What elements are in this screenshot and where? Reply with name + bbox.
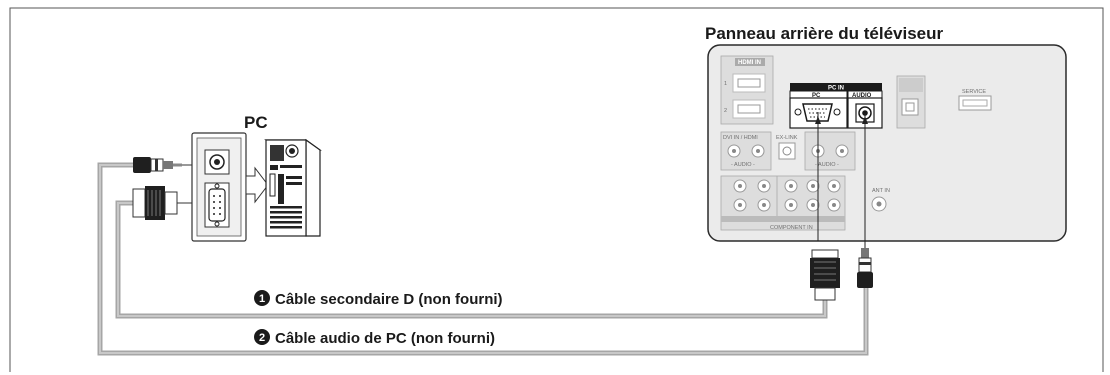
pc-port-panel: [191, 132, 247, 242]
service-label: SERVICE: [962, 89, 986, 95]
pc-in-label: PC IN: [828, 86, 844, 92]
hdmi-1-label: 1: [724, 81, 727, 87]
pc-label: PC: [244, 113, 268, 132]
pc-port-label: PC: [812, 93, 821, 99]
audio-plug-tv: [857, 113, 873, 288]
frame-border: [9, 7, 1104, 372]
component-in-block: COMPONENT IN: [720, 175, 846, 231]
zoom-arrow: [245, 166, 269, 204]
pc-section: PC: [132, 113, 322, 242]
tv-panel-title: Panneau arrière du téléviseur: [705, 24, 943, 43]
service-port: SERVICE: [958, 89, 992, 111]
audio-plug-pc: [133, 157, 201, 173]
optical-block: [896, 75, 926, 129]
number-badge-2-text: 2: [259, 332, 265, 344]
number-badge-1: [254, 290, 270, 306]
cable-label-2-text: Câble audio de PC (non fourni): [275, 330, 495, 347]
pc-in-block: PC IN PC AUDIO: [789, 83, 883, 129]
av-audio-block: - AUDIO -: [804, 131, 856, 171]
cable-label-2: 2 Câble audio de PC (non fourni): [254, 329, 495, 347]
audio-port-label: AUDIO: [852, 93, 872, 99]
ant-in-port: ANT IN: [871, 188, 890, 212]
dsub-plug-pc: [132, 186, 201, 220]
dvi-audio-label: - AUDIO -: [731, 162, 755, 168]
cable-label-1: 1 Câble secondaire D (non fourni): [254, 290, 503, 308]
ant-in-label: ANT IN: [872, 188, 890, 194]
number-badge-2: [254, 329, 270, 345]
pc-tower-icon: [264, 138, 322, 237]
number-badge-1-text: 1: [259, 293, 265, 305]
av-audio-label: - AUDIO -: [815, 162, 839, 168]
hdmi-in-label: HDMI IN: [738, 60, 761, 66]
ex-link-port: EX-LINK: [776, 135, 798, 160]
hdmi-2-label: 2: [724, 108, 727, 114]
component-in-label: COMPONENT IN: [770, 225, 813, 231]
ex-link-label: EX-LINK: [776, 135, 798, 141]
cables: [97, 162, 869, 356]
dvi-in-label: DVI IN / HDMI: [723, 135, 758, 141]
hdmi-in-block: HDMI IN 1 2: [720, 55, 774, 125]
dsub-plug-tv: [810, 112, 840, 301]
tv-panel-section: Panneau arrière du téléviseur HDMI IN 1 …: [705, 24, 1067, 242]
cable-label-1-text: Câble secondaire D (non fourni): [275, 291, 503, 308]
dvi-audio-block: DVI IN / HDMI - AUDIO -: [720, 131, 772, 171]
